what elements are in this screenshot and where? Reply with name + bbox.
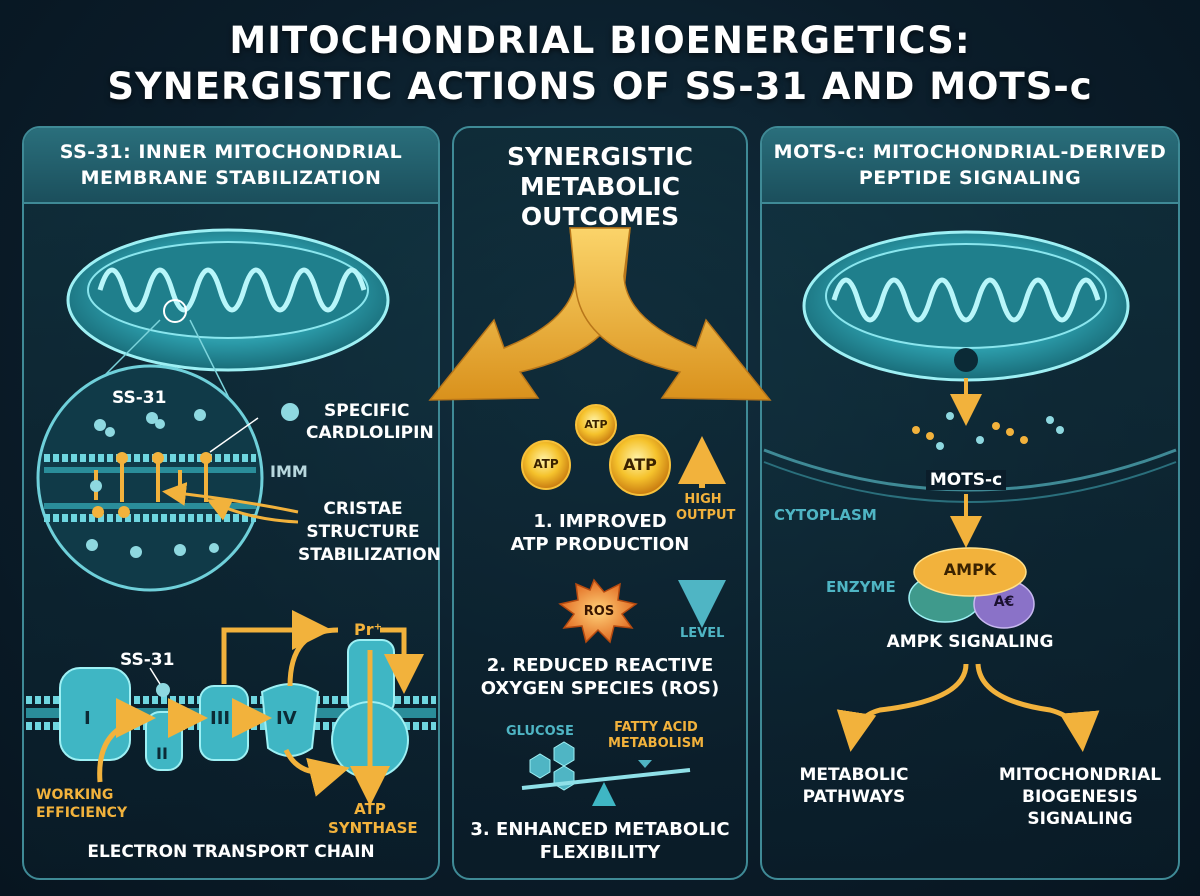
outcomes-heading-line-3: OUTCOMES: [520, 202, 680, 231]
ss31-heading-line-1: SS-31: INNER MITOCHONDRIAL: [59, 141, 403, 163]
atp-synthase-line-2: SYNTHASE: [328, 819, 418, 837]
atp-synthase-line-1: ATP: [354, 800, 386, 818]
outcome-2-line-1: 2. REDUCED REACTIVE: [486, 655, 714, 676]
etc-ss31-label: SS-31: [120, 650, 175, 670]
outcomes-heading-line-1: SYNERGISTIC: [507, 142, 693, 171]
atp-spheres: [521, 404, 671, 496]
cardiolipin-label: SPECIFIC CARDLOLIPIN: [306, 400, 434, 444]
complex-1-label: I: [84, 708, 91, 729]
mots-c-label: MOTS-c: [926, 470, 1006, 490]
enzyme-label: ENZYME: [826, 578, 896, 596]
proton-label: Pr⁺: [354, 620, 383, 639]
cardiolipin-line-2: CARDLOLIPIN: [306, 423, 434, 443]
atp-sphere-label-1: ATP: [533, 457, 559, 471]
cardiolipin-line-1: SPECIFIC: [324, 401, 410, 421]
outcome-3-line-1: 3. ENHANCED METABOLIC: [470, 819, 730, 840]
outcomes-heading-line-2: METABOLIC: [519, 172, 681, 201]
cristae-line-2: STRUCTURE: [306, 522, 420, 542]
atp-synthase-label: ATP SYNTHASE: [328, 800, 418, 838]
ae-label: A€: [993, 594, 1015, 610]
outcome-3-label: 3. ENHANCED METABOLIC FLEXIBILITY: [452, 818, 748, 864]
synergy-split-arrow: [428, 227, 772, 401]
glucose-label: GLUCOSE: [506, 724, 574, 739]
ampk-signaling-label: AMPK SIGNALING: [886, 632, 1054, 652]
mots-heading-line-1: MOTS-c: MITOCHONDRIAL-DERIVED: [773, 141, 1167, 163]
cristae-line-3: STABILIZATION: [298, 545, 441, 565]
high-output-label: HIGH OUTPUT: [676, 492, 736, 524]
right-mitochondrion: [802, 230, 1130, 382]
metabolic-pathways-label: METABOLIC PATHWAYS: [794, 764, 914, 808]
etc-footer-label: ELECTRON TRANSPORT CHAIN: [87, 842, 375, 862]
outcome-1-line-1: 1. IMPROVED: [533, 511, 667, 532]
metabolic-line-2: PATHWAYS: [802, 787, 906, 807]
ss31-heading-line-2: MEMBRANE STABILIZATION: [80, 167, 382, 189]
ros-burst: [558, 578, 638, 644]
fatty-acid-line-2: METABOLISM: [607, 736, 705, 751]
outcome-1-line-2: ATP PRODUCTION: [510, 534, 690, 555]
ss31-panel-heading: SS-31: INNER MITOCHONDRIAL MEMBRANE STAB…: [24, 128, 438, 204]
fatty-acid-line-1: FATTY ACID: [614, 720, 698, 735]
etc-ss31-peptide: [156, 683, 170, 697]
outcome-2-label: 2. REDUCED REACTIVE OXYGEN SPECIES (ROS): [452, 654, 748, 700]
outcome-3-line-2: FLEXIBILITY: [539, 842, 661, 863]
high-output-line-1: HIGH: [684, 492, 722, 507]
zoom-ss31-label: SS-31: [112, 388, 167, 408]
imm-label: IMM: [270, 462, 308, 481]
level-label: LEVEL: [680, 626, 725, 641]
cristae-line-1: CRISTAE: [323, 499, 403, 519]
cytoplasm-label: CYTOPLASM: [774, 506, 877, 524]
balance-seesaw: [521, 760, 691, 806]
cardiolipin-icon: [281, 403, 299, 421]
complex-2-label: II: [156, 744, 168, 763]
biogenesis-line-2: BIOGENESIS: [1022, 787, 1138, 807]
ampk-label: AMPK: [943, 560, 997, 579]
mots-panel-heading: MOTS-c: MITOCHONDRIAL-DERIVED PEPTIDE SI…: [762, 128, 1178, 204]
metabolic-line-1: METABOLIC: [799, 765, 909, 785]
biogenesis-label: MITOCHONDRIAL BIOGENESIS SIGNALING: [990, 764, 1170, 830]
ros-label: ROS: [583, 604, 615, 619]
complex-3-label: III: [210, 708, 231, 729]
fatty-acid-label: FATTY ACID METABOLISM: [606, 720, 706, 752]
glucose-hexagons: [529, 741, 575, 791]
title-line-2: SYNERGISTIC ACTIONS OF SS-31 AND MOTS-c: [107, 65, 1093, 108]
cristae-label: CRISTAE STRUCTURE STABILIZATION: [298, 498, 441, 567]
high-output-line-2: OUTPUT: [676, 508, 736, 523]
working-line-1: WORKING: [36, 787, 114, 803]
title-line-1: MITOCHONDRIAL BIOENERGETICS:: [229, 19, 971, 62]
working-efficiency-label: WORKING EFFICIENCY: [36, 786, 127, 822]
biogenesis-line-3: SIGNALING: [1027, 809, 1133, 829]
complex-1: [59, 667, 131, 761]
biogenesis-line-1: MITOCHONDRIAL: [998, 765, 1162, 785]
zoom-marker: [163, 299, 187, 323]
complex-4-label: IV: [276, 708, 297, 729]
left-mitochondrion: [66, 228, 390, 372]
outcomes-heading: SYNERGISTIC METABOLIC OUTCOMES: [452, 142, 748, 232]
outcome-2-line-2: OXYGEN SPECIES (ROS): [480, 678, 720, 699]
outcome-1-label: 1. IMPROVED ATP PRODUCTION: [452, 510, 748, 556]
mots-heading-line-2: PEPTIDE SIGNALING: [858, 167, 1082, 189]
atp-sphere-label-2: ATP: [584, 418, 608, 431]
atp-sphere-label-3: ATP: [623, 455, 657, 474]
released-peptides: [912, 422, 1028, 444]
ampk-complex: [908, 547, 1035, 629]
page-title: MITOCHONDRIAL BIOENERGETICS: SYNERGISTIC…: [0, 18, 1200, 110]
complex-4: [260, 683, 320, 757]
working-line-2: EFFICIENCY: [36, 805, 128, 821]
